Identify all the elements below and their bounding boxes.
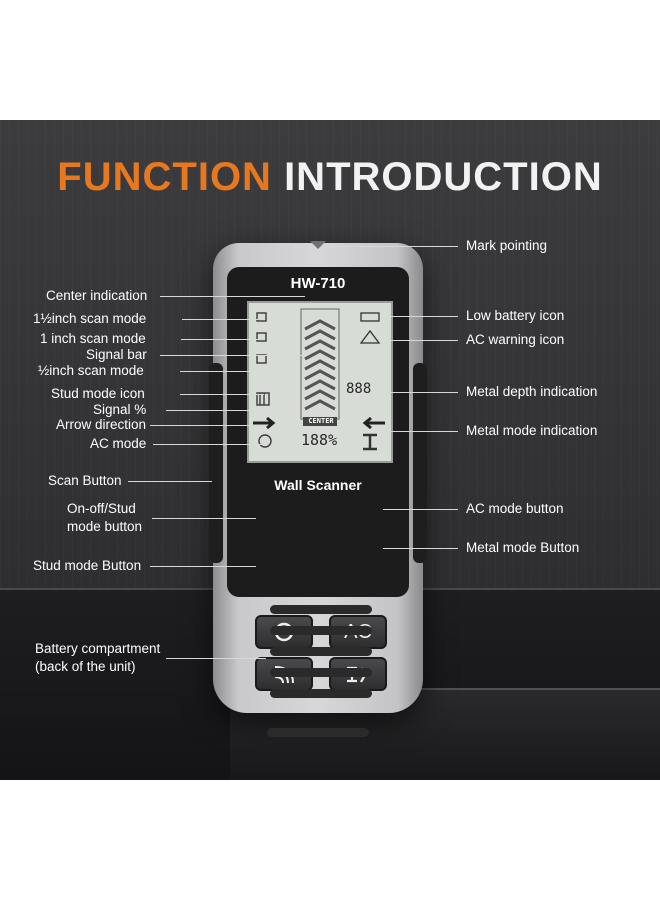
label-scan-1: 1 inch scan mode xyxy=(40,331,146,346)
label-scan-button: Scan Button xyxy=(48,473,122,488)
mark-pointing-notch xyxy=(310,241,326,249)
device-brand: Wall Scanner xyxy=(274,477,362,493)
label-stud-mode-button: Stud mode Button xyxy=(33,558,142,573)
grille-slot-3 xyxy=(270,647,372,656)
leader-line xyxy=(166,658,266,659)
device-face: HW-710 xyxy=(227,267,409,597)
scan-mode-1-5-icon xyxy=(256,312,267,322)
leader-line xyxy=(383,509,458,510)
arrow-left-icon xyxy=(362,416,385,430)
label-signal-percent: Signal % xyxy=(93,402,147,417)
lcd-screen: 888 CENTER 188% xyxy=(247,301,393,463)
grille-slot-4 xyxy=(270,668,372,677)
metal-depth-readout: 888 xyxy=(346,381,372,397)
leader-line xyxy=(150,425,264,426)
leader-line xyxy=(182,319,264,320)
metal-mode-icon xyxy=(363,433,377,451)
label-metal-mode-indication: Metal mode indication xyxy=(466,423,598,438)
label-ac-warning: AC warning icon xyxy=(466,332,565,347)
label-ac-mode-button: AC mode button xyxy=(466,501,564,516)
label-mode-button: mode button xyxy=(67,519,143,534)
leader-line xyxy=(153,444,264,445)
title-part-1: FUNCTION xyxy=(57,155,272,199)
label-ac-mode: AC mode xyxy=(90,436,147,451)
grille-slot-5 xyxy=(270,689,372,698)
leader-line xyxy=(166,410,296,411)
scan-button-grip[interactable] xyxy=(209,363,223,563)
label-stud-mode-icon: Stud mode icon xyxy=(51,386,145,401)
leader-line xyxy=(181,339,264,340)
leader-line xyxy=(383,316,458,317)
label-arrow-direction: Arrow direction xyxy=(56,417,147,432)
label-scan-1-5: 1½inch scan mode xyxy=(33,311,147,326)
center-indicator: CENTER xyxy=(308,417,334,425)
grille-slot-1 xyxy=(270,605,372,614)
leader-line xyxy=(385,392,458,393)
battery-grille-1 xyxy=(267,728,369,737)
product-stage: FUNCTION INTRODUCTION HW-710 xyxy=(0,120,660,780)
title-part-2: INTRODUCTION xyxy=(284,155,603,199)
label-mark-pointing: Mark pointing xyxy=(466,238,548,253)
leader-line xyxy=(152,518,256,519)
label-back-of-unit: (back of the unit) xyxy=(35,659,136,674)
battery-icon xyxy=(360,312,380,322)
leader-line xyxy=(150,566,256,567)
label-metal-depth: Metal depth indication xyxy=(466,384,598,399)
leader-line xyxy=(160,296,305,297)
lower-shelf-edge xyxy=(230,688,660,691)
label-on-off-stud: On-off/Stud xyxy=(67,501,136,516)
signal-percent-readout: 188% xyxy=(301,431,338,449)
scan-mode-1-icon xyxy=(256,332,267,342)
leader-line xyxy=(383,431,458,432)
leader-line xyxy=(383,340,458,341)
leader-line xyxy=(180,371,264,372)
ac-warning-icon xyxy=(359,329,381,344)
scan-mode-half-icon xyxy=(256,354,267,364)
arrow-right-icon xyxy=(253,416,276,430)
label-battery-compartment: Battery compartment xyxy=(35,641,161,656)
label-center-indication: Center indication xyxy=(46,288,148,303)
leader-line xyxy=(383,548,458,549)
leader-line xyxy=(330,246,458,247)
leader-line xyxy=(180,394,264,395)
label-scan-half: ½inch scan mode xyxy=(38,363,144,378)
label-signal-bar: Signal bar xyxy=(86,347,147,362)
leader-line xyxy=(160,355,305,356)
model-name: HW-710 xyxy=(290,275,346,292)
wall-scanner-device: HW-710 xyxy=(209,241,427,737)
ac-mode-icon xyxy=(258,434,272,448)
right-grip xyxy=(413,363,427,563)
lcd-graphics xyxy=(253,308,385,451)
label-low-battery: Low battery icon xyxy=(466,308,565,323)
label-metal-mode-button: Metal mode Button xyxy=(466,540,580,555)
leader-line xyxy=(128,481,212,482)
page-title: FUNCTION INTRODUCTION xyxy=(0,155,660,199)
grille-slot-2 xyxy=(270,626,372,635)
stud-mode-icon xyxy=(256,392,270,406)
